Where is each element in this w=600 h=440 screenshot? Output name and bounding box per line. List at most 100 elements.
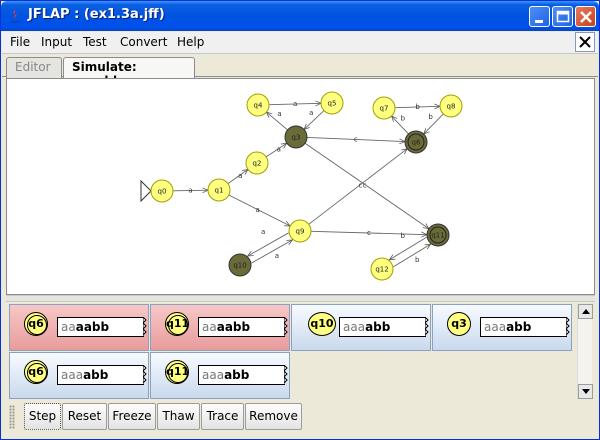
tab-simulate[interactable]: Simulate: aaaabb (63, 57, 195, 88)
transition-label: c (354, 135, 358, 143)
transition-q0-q1[interactable] (172, 190, 208, 191)
close-tab-button[interactable] (575, 32, 595, 52)
transition-q3-q6[interactable] (306, 137, 405, 141)
config-state: q10 (308, 312, 336, 336)
configuration-card[interactable]: q11 aaaabb (150, 304, 290, 351)
transition-label: a (261, 228, 265, 236)
transition-label: c (363, 181, 367, 189)
transition-label: a (277, 110, 281, 118)
menu-help[interactable]: Help (177, 35, 205, 49)
config-state: q11 (165, 360, 189, 384)
transition-q3-q4[interactable] (266, 112, 288, 131)
state-q8[interactable]: q8 (439, 94, 463, 118)
transition-q12-q11[interactable] (393, 244, 430, 268)
state-label: q2 (253, 160, 262, 168)
tab-bar: Editor Simulate: aaaabb (2, 55, 598, 88)
config-tape: aaaabb (480, 317, 567, 337)
jflap-icon (10, 9, 20, 23)
configuration-card[interactable]: q11 aaaabb (150, 352, 290, 399)
state-label: q7 (380, 105, 389, 113)
transition-label: c (367, 229, 371, 237)
transition-q9-q10[interactable] (248, 232, 289, 256)
scroll-up-button[interactable] (578, 304, 593, 319)
split-divider[interactable] (6, 295, 595, 302)
config-tape: aaaabb (57, 317, 144, 337)
thaw-button[interactable]: Thaw (157, 403, 200, 430)
maximize-button[interactable] (552, 6, 573, 27)
transition-q5-q3[interactable] (304, 110, 325, 130)
title-bar[interactable]: JFLAP : (ex1.3a.jff) (1, 1, 599, 31)
transition-label: b (415, 103, 420, 111)
state-q3[interactable]: q3 (284, 125, 308, 149)
transition-q9-q11[interactable] (310, 230, 427, 234)
menu-input[interactable]: Input (41, 35, 73, 49)
step-button[interactable]: Step (24, 403, 61, 430)
state-q1[interactable]: q1 (207, 178, 231, 202)
transition-q6-q7[interactable] (392, 116, 409, 135)
transition-label: a (275, 252, 279, 260)
torn-tape-icon (566, 317, 570, 337)
transition-label: c (359, 182, 363, 190)
config-tape: aaaabb (57, 365, 144, 385)
torn-tape-icon (284, 365, 288, 385)
window-title: JFLAP : (ex1.3a.jff) (28, 7, 165, 22)
remove-button[interactable]: Remove (245, 403, 302, 430)
state-label: q4 (254, 102, 263, 110)
arrow-down-icon (582, 389, 590, 394)
menu-test[interactable]: Test (83, 35, 107, 49)
state-label: q9 (296, 228, 305, 236)
transition-label: a (188, 186, 192, 194)
state-label: q3 (292, 134, 301, 142)
state-q6[interactable]: q6 (404, 130, 428, 154)
transition-label: a (256, 206, 260, 214)
transition-q7-q8[interactable] (394, 106, 440, 107)
state-q2[interactable]: q2 (245, 151, 269, 175)
configuration-card[interactable]: q3 aaaabb (432, 304, 572, 351)
state-q0[interactable]: q0 (140, 179, 174, 203)
transition-q2-q3[interactable] (265, 143, 287, 158)
minimize-button[interactable] (529, 6, 550, 27)
transition-q9-q6[interactable] (308, 149, 408, 225)
reset-button[interactable]: Reset (62, 403, 107, 430)
state-q12[interactable]: q12 (370, 257, 394, 281)
state-label: q10 (233, 262, 246, 270)
state-q10[interactable]: q10 (228, 253, 252, 277)
close-icon (579, 36, 591, 48)
torn-tape-icon (143, 365, 147, 385)
state-q7[interactable]: q7 (372, 96, 396, 120)
transition-q1-q2[interactable] (227, 169, 248, 184)
transition-q1-q9[interactable] (228, 194, 290, 226)
state-q4[interactable]: q4 (246, 93, 270, 117)
config-scrollbar[interactable] (577, 304, 593, 399)
transition-q10-q9[interactable] (251, 240, 293, 264)
menu-file[interactable]: File (10, 35, 31, 49)
freeze-button[interactable]: Freeze (108, 403, 156, 430)
state-label: q5 (328, 100, 337, 108)
transition-label: b (401, 232, 406, 240)
config-state: q11 (165, 312, 189, 336)
state-label: q12 (375, 266, 388, 274)
tab-editor[interactable]: Editor (6, 57, 62, 78)
transition-q3-q11[interactable] (304, 142, 429, 229)
menu-convert[interactable]: Convert (120, 35, 168, 49)
configuration-panel: q6 aaaabb q11 aaaabb q10 aaaabb q3 aaaab… (9, 304, 576, 399)
scroll-down-button[interactable] (578, 384, 593, 399)
toolbar-grip[interactable] (9, 405, 15, 429)
configuration-card[interactable]: q10 aaaabb (291, 304, 431, 351)
close-icon (580, 11, 592, 23)
state-q9[interactable]: q9 (288, 219, 312, 243)
configuration-card[interactable]: q6 aaaabb (9, 352, 149, 399)
state-q5[interactable]: q5 (320, 91, 344, 115)
state-q11[interactable]: q11 (426, 223, 450, 247)
transition-label: a (238, 172, 242, 180)
transition-label: b (428, 113, 433, 121)
configuration-card[interactable]: q6 aaaabb (9, 304, 149, 351)
trace-button[interactable]: Trace (201, 403, 244, 430)
transition-label: a (277, 145, 281, 153)
transition-q4-q5[interactable] (268, 103, 321, 104)
transition-q8-q6[interactable] (424, 113, 444, 134)
transition-q11-q12[interactable] (389, 236, 427, 260)
close-button[interactable] (575, 6, 596, 27)
